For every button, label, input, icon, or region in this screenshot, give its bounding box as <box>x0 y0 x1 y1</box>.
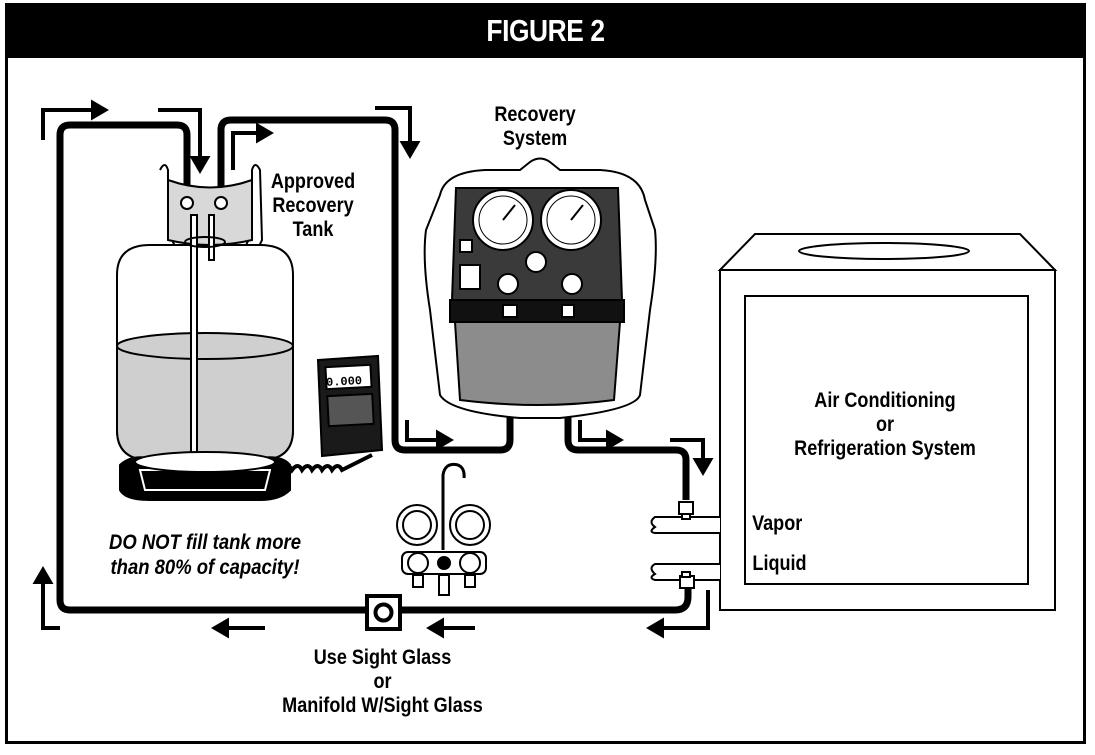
hose-outlet-vapor <box>564 310 690 500</box>
recovery-tank <box>116 164 294 501</box>
sight-glass <box>365 594 402 631</box>
manifold-gauge <box>396 463 491 596</box>
figure-title: FIGURE 2 <box>486 12 605 48</box>
scale-reading: 0.000 <box>326 374 363 390</box>
recovery-system-label: Recovery System <box>494 103 576 150</box>
ac-system-label: Air Conditioning or Refrigeration System <box>794 389 976 460</box>
hose-tank-liquid <box>56 121 692 614</box>
scale-cord <box>270 453 373 474</box>
figure-title-bar: FIGURE 2 <box>5 3 1086 58</box>
flow-arrows <box>32 99 714 639</box>
recovery-unit <box>423 157 657 419</box>
ac-unit <box>650 233 1058 611</box>
electronic-scale <box>316 354 384 458</box>
recovery-tank-label: Approved Recovery Tank <box>270 170 356 241</box>
capacity-warning: DO NOT fill tank more than 80% of capaci… <box>108 531 302 579</box>
liquid-label: Liquid <box>752 552 807 575</box>
vapor-label: Vapor <box>752 512 803 535</box>
sight-glass-label: Use Sight Glass or Manifold W/Sight Glas… <box>282 646 483 717</box>
hose-tank-inlet <box>217 116 514 454</box>
